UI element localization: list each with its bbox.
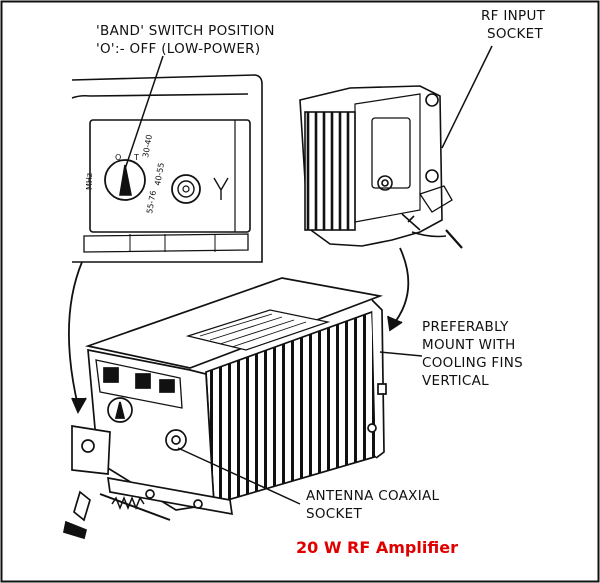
band-switch-leader [123, 55, 164, 173]
figure-caption: 20 W RF Amplifier [296, 538, 458, 557]
dial-position-30-40: 30-40 [141, 134, 154, 158]
antenna-label-line2: SOCKET [306, 506, 363, 522]
antenna-leader [177, 447, 301, 505]
dial-position-off: O [115, 153, 121, 162]
inset-pointer-arrows [68, 247, 410, 415]
band-switch-knob [104, 159, 146, 201]
band-dial-markings: MHz O T 30-40 40-55 55-76 [85, 134, 166, 214]
antenna-symbol-icon [213, 177, 229, 200]
dial-position-t: T [133, 153, 139, 162]
antenna-label-line1: ANTENNA COAXIAL [306, 488, 440, 504]
rf-input-socket-label: SOCKET [487, 26, 544, 42]
dial-position-40-55: 40-55 [153, 162, 166, 186]
mount-leader [379, 351, 423, 357]
mount-label-line3: COOLING FINS [422, 355, 523, 371]
amplifier-body [63, 277, 387, 540]
rear-panel-inset [299, 85, 463, 249]
band-switch-label-note: 'O':- OFF (LOW-POWER) [96, 41, 260, 57]
rf-output-socket-icon [171, 174, 201, 204]
front-panel-inset [71, 74, 263, 263]
dial-position-55-76: 55-76 [145, 190, 158, 214]
dial-unit-label: MHz [85, 173, 94, 190]
mount-label-line2: MOUNT WITH [422, 337, 516, 353]
callout-labels: 'BAND' SWITCH POSITION 'O':- OFF (LOW-PO… [96, 8, 546, 557]
mount-label-line1: PREFERABLY [422, 319, 509, 335]
mount-label-line4: VERTICAL [422, 373, 489, 389]
rf-input-label: RF INPUT [481, 8, 546, 24]
band-switch-label: 'BAND' SWITCH POSITION [96, 23, 275, 39]
rf-input-leader [441, 45, 493, 149]
